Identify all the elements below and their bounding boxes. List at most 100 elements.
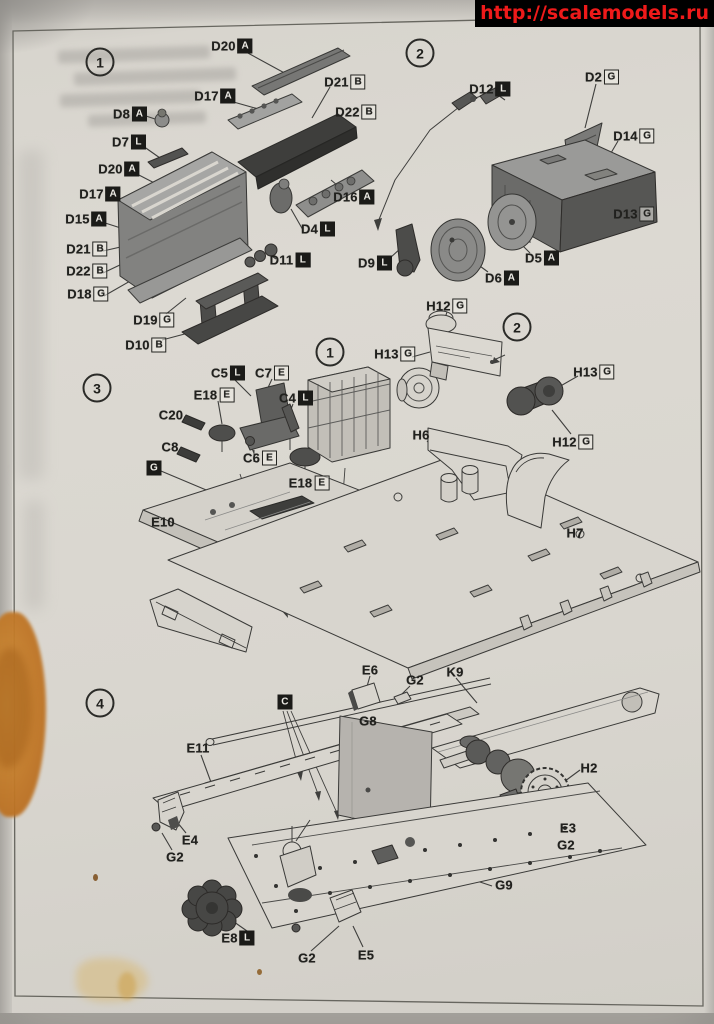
part-code: H2 [580,760,598,776]
part-code: H7 [566,525,584,541]
sprue-letter-box: L [320,221,336,237]
part-label: E10 [151,515,175,530]
sprue-letter-box: E [274,365,290,381]
sprue-letter-box: L [377,255,393,271]
stain [76,958,148,1002]
part-label: G2 [166,850,184,865]
part-label: K9 [446,665,463,680]
part-code: C5 [210,365,229,381]
part-label: G8 [359,714,377,729]
sprue-letter-box: L [230,365,246,381]
sprue-letter-box: A [544,250,560,266]
sprue-letter-box: B [361,104,377,120]
part-label: G [146,460,162,476]
sprue-letter-box: A [105,186,121,202]
sprue-letter-box: L [295,252,311,268]
part-code: G9 [495,877,513,893]
step-number-1: 1 [85,47,115,77]
sprue-letter-box: G [639,206,655,222]
part-code: D4 [300,221,319,237]
part-label: E3 [560,821,576,836]
sprue-letter-box: G [452,298,468,314]
sprue-letter-box: G [578,434,594,450]
table-surface [0,1012,714,1024]
page-edge-shading [704,0,714,1013]
sprue-letter-box: L [239,930,255,946]
sprue-letter-box: L [495,81,511,97]
sprue-letter-box: A [124,161,140,177]
sprue-letter-box: A [91,211,107,227]
part-label: E6 [362,663,378,678]
part-label: C20 [159,408,183,423]
part-code: E8 [221,930,238,946]
part-code: G2 [557,837,575,853]
part-code: G2 [298,950,316,966]
sprue-letter-box: B [92,241,108,257]
step-number-4: 4 [85,688,115,718]
part-code: D5 [524,250,543,266]
part-code: D10 [125,337,150,353]
part-code: D12 [469,81,494,97]
part-label: H7 [566,526,583,541]
sprue-letter-box: E [219,387,235,403]
step-number-2: 2 [502,312,532,342]
stain [118,972,136,1000]
part-code: D6 [484,270,503,286]
part-code: C4 [278,390,297,406]
sprue-letter-box: A [504,270,520,286]
part-code: C6 [242,450,261,466]
bleedthrough-text [24,500,44,610]
part-label: G2 [298,951,316,966]
part-code: E3 [559,820,577,836]
part-code: E5 [357,947,375,963]
watermark-url: http://scalemodels.ru [480,2,709,24]
part-label: H2 [580,761,597,776]
part-label: E5 [358,948,374,963]
part-code: G8 [359,713,377,729]
stain-dot [93,874,98,881]
step1-engine-diagram [101,47,375,345]
part-label: G2 [557,838,575,853]
step2-final-drive-diagram [396,310,579,435]
sprue-letter-box: A [359,189,375,205]
part-code: D8 [112,106,131,122]
part-code: D21 [324,74,349,90]
part-code: D17 [194,88,219,104]
part-code: D21 [66,241,91,257]
part-code: E4 [181,832,199,848]
step2-gearbox-diagram [374,83,658,282]
part-code: D15 [65,211,90,227]
part-code: E18 [193,387,218,403]
part-code: D2 [584,69,603,85]
part-label: C [277,694,293,710]
part-code: H13 [573,364,598,380]
sprue-letter-box: G [146,460,162,476]
part-code: K9 [446,664,464,680]
sprue-letter-box: E [262,450,278,466]
part-code: E18 [288,475,313,491]
part-code: D20 [211,38,236,54]
part-code: D19 [133,312,158,328]
